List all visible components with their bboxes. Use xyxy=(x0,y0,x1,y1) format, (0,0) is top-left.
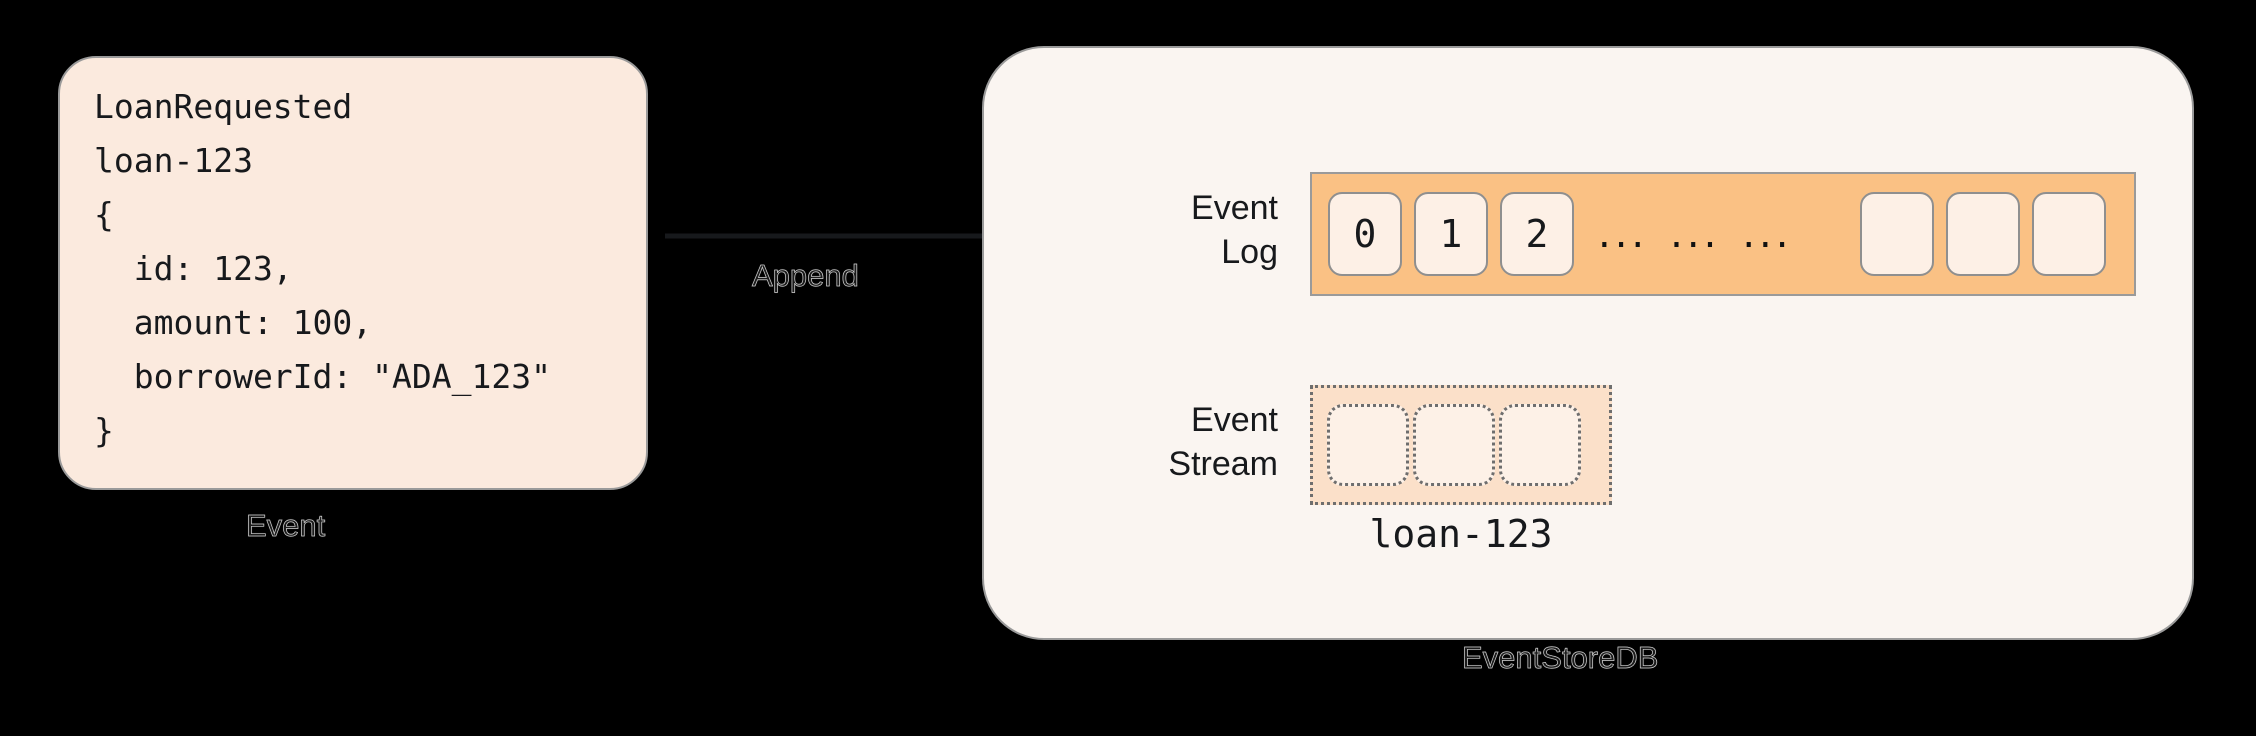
event-log-cell-empty[interactable] xyxy=(1860,192,1934,276)
event-card: LoanRequested loan-123 { id: 123, amount… xyxy=(58,56,648,490)
event-stream-cell[interactable] xyxy=(1327,404,1409,486)
event-card-caption: Event xyxy=(246,508,326,544)
eventstoredb-caption: EventStoreDB xyxy=(1462,640,1659,676)
append-label: Append xyxy=(752,258,860,294)
event-payload-code: LoanRequested loan-123 { id: 123, amount… xyxy=(94,87,551,450)
event-log-cell[interactable]: 1 xyxy=(1414,192,1488,276)
event-stream-box xyxy=(1310,385,1612,505)
event-log-cell[interactable]: 0 xyxy=(1328,192,1402,276)
event-log-cell-empty[interactable] xyxy=(1946,192,2020,276)
event-stream-cell[interactable] xyxy=(1499,404,1581,486)
event-log-cell[interactable]: 2 xyxy=(1500,192,1574,276)
event-stream-label: Event Stream xyxy=(1168,401,1278,483)
event-log-cell-empty[interactable] xyxy=(2032,192,2106,276)
event-log-bar: 0 1 2 ... ... ... xyxy=(1310,172,2136,296)
event-stream-cell[interactable] xyxy=(1413,404,1495,486)
eventstoredb-card xyxy=(982,46,2194,640)
event-stream-name: loan-123 xyxy=(1369,512,1553,556)
event-log-label: Event Log xyxy=(1191,189,1278,271)
